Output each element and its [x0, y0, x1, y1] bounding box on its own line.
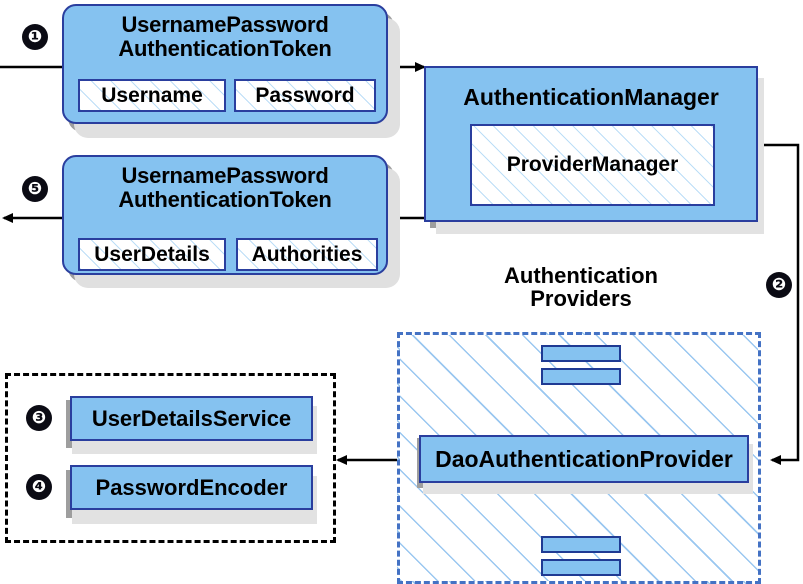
response-token-field-authorities[interactable]: Authorities — [236, 238, 378, 271]
badge-2-label: ❷ — [771, 274, 787, 295]
authentication-providers-caption-line2: Providers — [530, 286, 632, 312]
badge-4-label: ❹ — [31, 476, 47, 497]
request-token-field-password-label: Password — [255, 83, 355, 107]
badge-5-label: ❺ — [27, 178, 43, 199]
badge-1-label: ❶ — [27, 26, 43, 47]
badge-4: ❹ — [26, 474, 52, 500]
provider-bar-top-2[interactable] — [541, 368, 621, 385]
user-details-service-node[interactable]: UserDetailsService — [70, 396, 313, 441]
arrow-manager-to-dao — [758, 143, 800, 465]
response-token-field-authorities-label: Authorities — [251, 242, 363, 266]
provider-bar-bottom-1[interactable] — [541, 536, 621, 553]
collaborators-panel — [5, 373, 336, 543]
password-encoder-label: PasswordEncoder — [95, 474, 288, 500]
password-encoder-node[interactable]: PasswordEncoder — [70, 465, 313, 510]
badge-1: ❶ — [22, 24, 48, 50]
provider-manager-label: ProviderManager — [506, 153, 679, 176]
response-token-title: UsernamePassword AuthenticationToken — [118, 163, 332, 213]
provider-bar-bottom-2[interactable] — [541, 559, 621, 576]
request-token-field-username-label: Username — [101, 83, 203, 107]
dao-provider-label: DaoAuthenticationProvider — [435, 445, 733, 472]
user-details-service-label: UserDetailsService — [91, 405, 292, 431]
badge-5: ❺ — [22, 176, 48, 202]
badge-3: ❸ — [26, 405, 52, 431]
dao-provider-node[interactable]: DaoAuthenticationProvider — [419, 435, 749, 483]
authentication-providers-caption: Authentication Providers — [466, 264, 696, 310]
badge-2: ❷ — [766, 272, 792, 298]
request-token-field-username[interactable]: Username — [78, 79, 226, 112]
response-token-field-userdetails[interactable]: UserDetails — [78, 238, 226, 271]
badge-3-label: ❸ — [31, 407, 47, 428]
provider-bar-top-1[interactable] — [541, 345, 621, 362]
request-token-field-password[interactable]: Password — [234, 79, 376, 112]
authentication-manager-label: AuthenticationManager — [463, 84, 719, 110]
response-token-field-userdetails-label: UserDetails — [94, 242, 210, 266]
provider-manager-node[interactable]: ProviderManager — [470, 124, 715, 206]
request-token-title: UsernamePassword AuthenticationToken — [118, 12, 332, 62]
authentication-providers-caption-line1: Authentication — [504, 263, 658, 288]
